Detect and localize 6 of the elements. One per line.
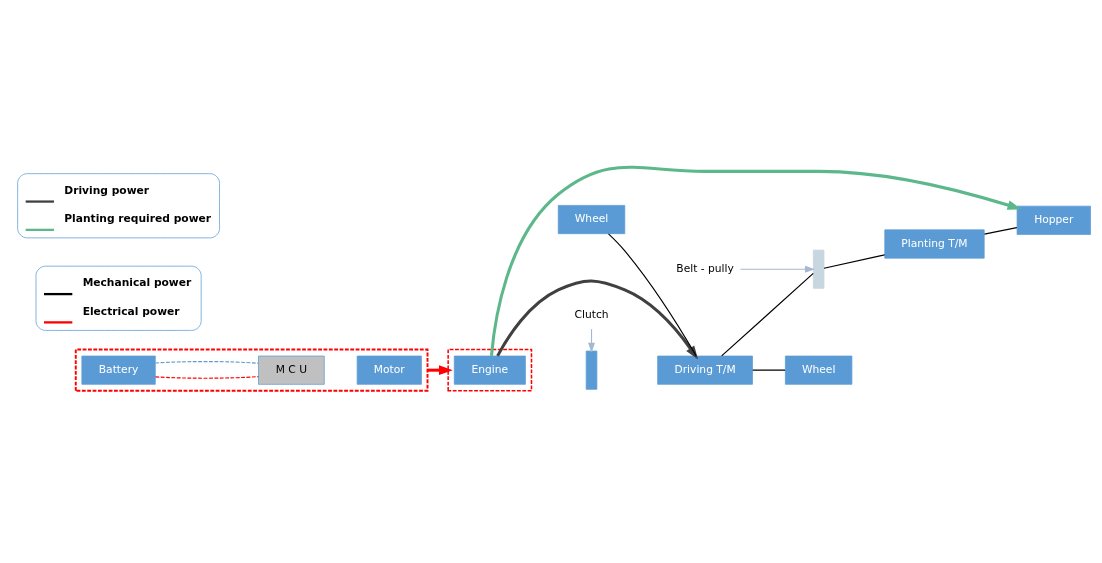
- legend-label: Driving power: [64, 183, 150, 197]
- legend-label: Electrical power: [82, 304, 180, 318]
- legend-label: Planting required power: [64, 211, 212, 225]
- node-text: Belt - pully: [676, 261, 734, 275]
- node-text: Clutch: [574, 307, 609, 321]
- legend-label: Mechanical power: [82, 275, 192, 289]
